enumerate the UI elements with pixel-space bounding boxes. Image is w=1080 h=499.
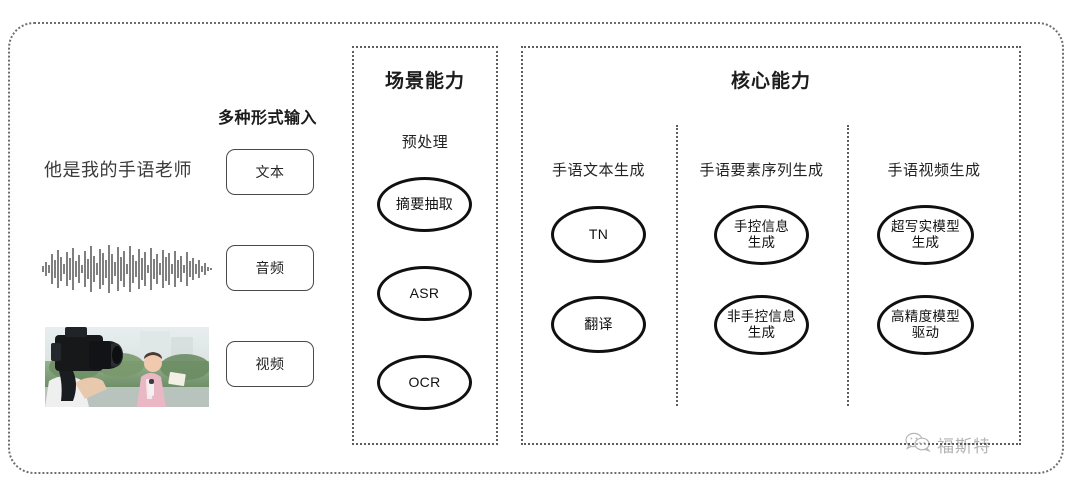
node-label-line2: 驱动 — [911, 325, 940, 340]
scene-capability-title: 场景能力 — [384, 71, 465, 92]
node-label-line2: 生成 — [747, 235, 776, 250]
node-label: 手控信息 生成 — [734, 219, 789, 251]
node-non-manual-signal-generation[interactable]: 非手控信息 生成 — [714, 295, 809, 355]
node-translation[interactable]: 翻译 — [551, 296, 646, 353]
video-thumbnail — [45, 327, 209, 407]
node-hyperrealistic-model-generation[interactable]: 超写实模型 生成 — [877, 205, 974, 265]
node-manual-signal-generation[interactable]: 手控信息 生成 — [714, 205, 809, 265]
node-tn[interactable]: TN — [551, 206, 646, 263]
watermark: 福斯特 — [905, 432, 991, 457]
core-column-label-sign-element-sequence-generation: 手语要素序列生成 — [699, 162, 824, 179]
node-label-line1: 手控信息 — [733, 219, 790, 235]
node-label-line2: 生成 — [911, 235, 940, 250]
node-label: 超写实模型 生成 — [891, 219, 960, 251]
node-asr[interactable]: ASR — [377, 266, 472, 321]
node-label: ASR — [409, 285, 440, 302]
input-button-text[interactable]: 文本 — [226, 149, 314, 195]
node-label-line1: 非手控信息 — [727, 309, 796, 325]
node-label: OCR — [408, 374, 441, 391]
node-label-line1: 超写实模型 — [891, 219, 960, 235]
node-high-precision-model-driving[interactable]: 高精度模型 驱动 — [877, 295, 974, 355]
node-label: 摘要抽取 — [395, 196, 454, 213]
wechat-icon — [905, 432, 931, 457]
node-label: 翻译 — [584, 316, 613, 333]
outer-frame — [8, 22, 1064, 474]
node-label: TN — [588, 226, 609, 243]
watermark-text: 福斯特 — [937, 437, 991, 456]
core-column-label-sign-video-generation: 手语视频生成 — [887, 162, 981, 179]
sample-input-text: 他是我的手语老师 — [44, 160, 192, 180]
scene-column-label-preprocess: 预处理 — [401, 134, 449, 151]
scene-capability-box — [352, 46, 498, 445]
core-column-divider-1 — [676, 125, 678, 406]
core-capability-box — [521, 46, 1021, 445]
node-label-line1: 高精度模型 — [891, 309, 960, 325]
node-label-line2: 生成 — [747, 325, 776, 340]
node-summary-extraction[interactable]: 摘要抽取 — [377, 177, 472, 232]
input-button-video[interactable]: 视频 — [226, 341, 314, 387]
node-ocr[interactable]: OCR — [377, 355, 472, 410]
input-button-audio[interactable]: 音频 — [226, 245, 314, 291]
core-capability-title: 核心能力 — [730, 71, 811, 92]
core-column-label-sign-text-generation: 手语文本生成 — [551, 162, 645, 179]
core-column-divider-2 — [847, 125, 849, 406]
node-label: 高精度模型 驱动 — [891, 309, 960, 341]
audio-waveform-icon — [38, 240, 214, 298]
node-label: 非手控信息 生成 — [727, 309, 796, 341]
input-section-heading: 多种形式输入 — [218, 110, 318, 127]
